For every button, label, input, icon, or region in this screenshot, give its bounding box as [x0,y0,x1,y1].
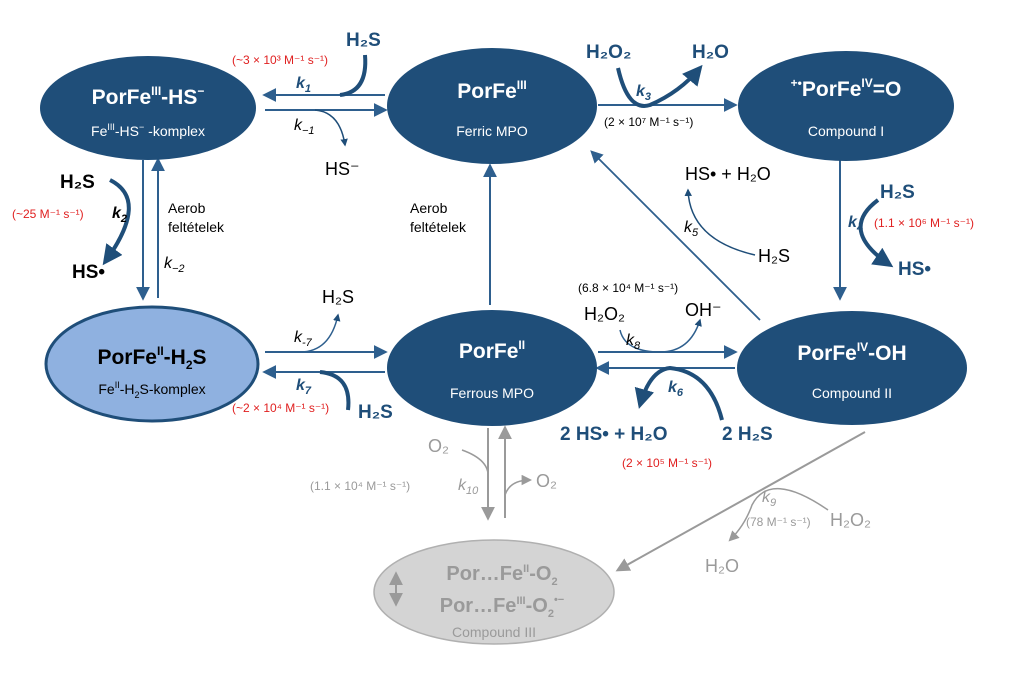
rate-k2: (~25 M⁻¹ s⁻¹) [12,207,84,221]
rate-k4: (1.1 × 10⁶ M⁻¹ s⁻¹) [874,216,974,230]
svg-text:Compound I: Compound I [808,123,884,139]
arrow-compound2-to-ferric [590,150,761,321]
label-k10-o2-in: O₂ [428,436,449,456]
curve-k-1-hs [314,109,348,147]
k-labels: k1 k−1 k2 k−2 k3 k4 k5 k6 k7 k-7 k8 k9 k… [112,75,863,509]
node-compound1: +•PorFeIV=O Compound I [738,51,954,161]
side-arrows [102,54,894,421]
rate-k1: (~3 × 10³ M⁻¹ s⁻¹) [232,53,328,67]
k-label-k8: k8 [626,332,641,352]
label-k8-h2o2: H₂O₂ [584,304,625,324]
svg-text:Por…FeII-O2: Por…FeII-O2 [446,563,557,588]
curve-k1-h2s [339,54,368,97]
species-labels: H₂S HS⁻ H₂S HS• H₂O₂ H₂O H₂S HS• HS• + H… [60,30,931,576]
label-k3-h2o2: H₂O₂ [586,42,631,63]
label-aerob-2a: Aerob [410,200,448,216]
svg-text:Ferric MPO: Ferric MPO [456,123,528,139]
k-label-k-7: k-7 [294,329,313,349]
label-k8-oh: OH⁻ [685,300,722,320]
k-label-k9: k9 [762,489,776,509]
arrow-compound2-to-compound3 [615,431,866,572]
label-k9-h2o2: H₂O₂ [830,510,871,530]
node-ferrous: PorFeII Ferrous MPO [387,310,597,426]
svg-text:Compound III: Compound III [452,624,536,640]
k-label-k-2: k−2 [164,255,185,275]
svg-text:FeIII-HS− -komplex: FeIII-HS− -komplex [91,122,205,139]
curve-k10-o2-in [461,449,489,479]
label-k7-h2s: H₂S [358,402,393,423]
curve-k8 [619,318,702,353]
rate-k8: (6.8 × 10⁴ M⁻¹ s⁻¹) [578,281,678,295]
curve-k10-o2-out [504,474,533,496]
k-label-k6: k6 [668,379,684,399]
gray-arrows [461,425,866,572]
curve-k6 [634,365,724,421]
label-k-1-hs: HS⁻ [325,159,360,179]
k-label-k3: k3 [636,83,651,103]
rate-labels: (~3 × 10³ M⁻¹ s⁻¹) (~25 M⁻¹ s⁻¹) (2 × 10… [12,53,974,529]
svg-text:FeII-H2S-komplex: FeII-H2S-komplex [98,380,205,400]
curve-k3 [616,64,703,108]
svg-text:PorFeII-H2S: PorFeII-H2S [97,344,206,372]
k-label-k10: k10 [458,477,479,497]
node-compound2: PorFeIV-OH Compound II [737,311,967,425]
node-fe3-hs: PorFeIII-HS− FeIII-HS− -komplex [40,56,256,160]
node-compound3: Por…FeII-O2 Por…FeIII-O2•− Compound III [373,539,615,645]
label-aerob-1a: Aerob [168,200,206,216]
svg-text:PorFeIII: PorFeIII [457,78,527,103]
k-label-k1: k1 [296,75,311,95]
label-k3-h2o: H₂O [692,42,729,63]
svg-text:PorFeIV-OH: PorFeIV-OH [797,340,906,365]
label-k9-h2o: H₂O [705,556,739,576]
curve-k4 [858,198,894,268]
svg-text:PorFeIII-HS−: PorFeIII-HS− [92,84,205,109]
rate-k3: (2 × 10⁷ M⁻¹ s⁻¹) [604,115,693,129]
k-label-k-1: k−1 [294,117,315,137]
rate-k10: (1.1 × 10⁴ M⁻¹ s⁻¹) [310,479,410,493]
node-ferric: PorFeIII Ferric MPO [387,48,597,164]
label-k1-h2s: H₂S [346,30,381,51]
label-k2-hs: HS• [72,262,105,283]
curve-k5 [684,188,756,256]
label-aerob-1b: feltételek [168,219,225,235]
curve-k7 [319,370,351,411]
svg-text:+•PorFeIV=O: +•PorFeIV=O [791,76,902,101]
rate-k9: (78 M⁻¹ s⁻¹) [746,515,811,529]
rate-k7: (~2 × 10⁴ M⁻¹ s⁻¹) [232,401,329,415]
svg-text:Compound II: Compound II [812,385,892,401]
curve-k9 [728,488,829,542]
k-label-k5: k5 [684,219,699,239]
label-k5-h2s: H₂S [758,246,790,266]
k-label-k7: k7 [296,377,312,397]
curve-k2 [102,178,131,266]
label-k6-2h2s: 2 H₂S [722,424,773,445]
label-k2-h2s: H₂S [60,172,95,193]
arrows [136,88,847,379]
svg-text:Por…FeIII-O2•−: Por…FeIII-O2•− [440,594,564,620]
label-k4-h2s: H₂S [880,182,915,203]
k-label-k2: k2 [112,205,127,225]
label-k6-2hs-h2o: 2 HS• + H₂O [560,424,668,445]
rate-k6: (2 × 10⁵ M⁻¹ s⁻¹) [622,456,712,470]
label-k5-hs-h2o: HS• + H₂O [685,164,771,184]
node-fe2-h2s: PorFeII-H2S FeII-H2S-komplex [44,305,260,423]
label-k-7-h2s: H₂S [322,287,354,307]
label-aerob-2b: feltételek [410,219,467,235]
k-label-k4: k4 [848,214,863,234]
svg-text:PorFeII: PorFeII [459,338,525,363]
label-k10-o2-out: O₂ [536,471,557,491]
svg-text:Ferrous MPO: Ferrous MPO [450,385,534,401]
label-k4-hs: HS• [898,259,931,280]
curve-k-7 [299,313,341,353]
